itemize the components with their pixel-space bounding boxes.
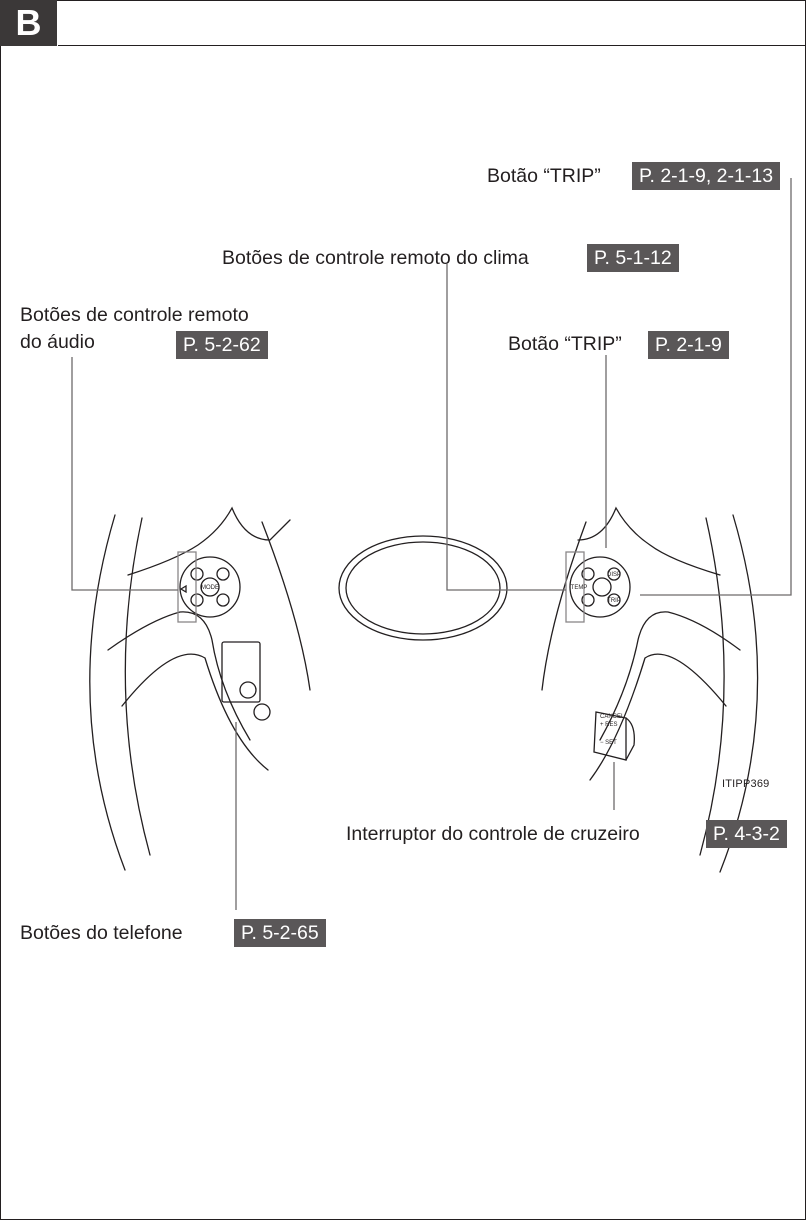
phone-on-hook-button bbox=[239, 681, 257, 699]
cruise-label-set: − SET bbox=[600, 740, 617, 746]
climate-label: Botões de controle remoto do clima bbox=[222, 247, 529, 269]
trip-top-label: Botão “TRIP” bbox=[487, 165, 601, 187]
leader-audio bbox=[71, 357, 178, 591]
figure-id: ITIPP369 bbox=[722, 778, 770, 790]
climate-switch-pad bbox=[569, 556, 631, 618]
audio-ref: P. 5-2-62 bbox=[176, 331, 268, 359]
audio-switch-pad bbox=[179, 556, 241, 618]
switch-label-trip: TRIP bbox=[607, 598, 621, 604]
left-spoke-line bbox=[261, 521, 311, 691]
left-spoke-lower bbox=[107, 611, 251, 741]
wheel-rim-outer-left bbox=[89, 514, 126, 871]
cruise-label: Interruptor do controle de cruzeiro bbox=[346, 823, 640, 845]
phone-ref: P. 5-2-65 bbox=[234, 919, 326, 947]
leader-climate bbox=[446, 264, 566, 591]
cruise-ref: P. 4-3-2 bbox=[706, 820, 787, 848]
trip-label: Botão “TRIP” bbox=[508, 333, 622, 355]
section-badge: B bbox=[0, 0, 57, 46]
right-spoke-upper bbox=[577, 506, 721, 576]
switch-label-temp: TEMP bbox=[571, 585, 588, 591]
climate-highlight-box bbox=[565, 551, 585, 623]
center-emblem-outer bbox=[338, 535, 508, 641]
climate-fan-button bbox=[592, 577, 612, 597]
audio-highlight-box bbox=[177, 551, 197, 623]
audio-label-line1: Botões de controle remoto bbox=[20, 304, 249, 326]
cruise-label-cancel: CANCEL bbox=[600, 714, 625, 720]
wheel-rim-inner-left bbox=[124, 517, 151, 856]
wheel-rim-inner-right bbox=[699, 517, 725, 856]
right-spoke-lower bbox=[599, 611, 741, 741]
right-spoke-bottom bbox=[589, 653, 727, 781]
audio-label-line2: do áudio bbox=[20, 331, 95, 353]
trip-ref: P. 2-1-9 bbox=[648, 331, 729, 359]
phone-off-hook-button bbox=[253, 703, 271, 721]
left-spoke-bottom bbox=[121, 653, 269, 771]
leader-trip-top bbox=[640, 178, 792, 596]
switch-label-mode: MODE bbox=[201, 585, 219, 591]
trip-top-ref: P. 2-1-9, 2-1-13 bbox=[632, 162, 781, 190]
wheel-rim-outer-right bbox=[719, 514, 759, 873]
climate-ref: P. 5-1-12 bbox=[587, 244, 679, 272]
cruise-label-res: + RES bbox=[600, 722, 618, 728]
right-spoke-line bbox=[541, 521, 587, 691]
header-rule bbox=[58, 45, 806, 46]
phone-label: Botões do telefone bbox=[20, 922, 183, 944]
center-emblem-inner bbox=[345, 541, 501, 635]
phone-switch-plate bbox=[221, 641, 261, 703]
audio-mode-button bbox=[200, 577, 220, 597]
left-spoke-upper bbox=[127, 506, 291, 576]
switch-label-disp: DISP bbox=[607, 572, 621, 578]
